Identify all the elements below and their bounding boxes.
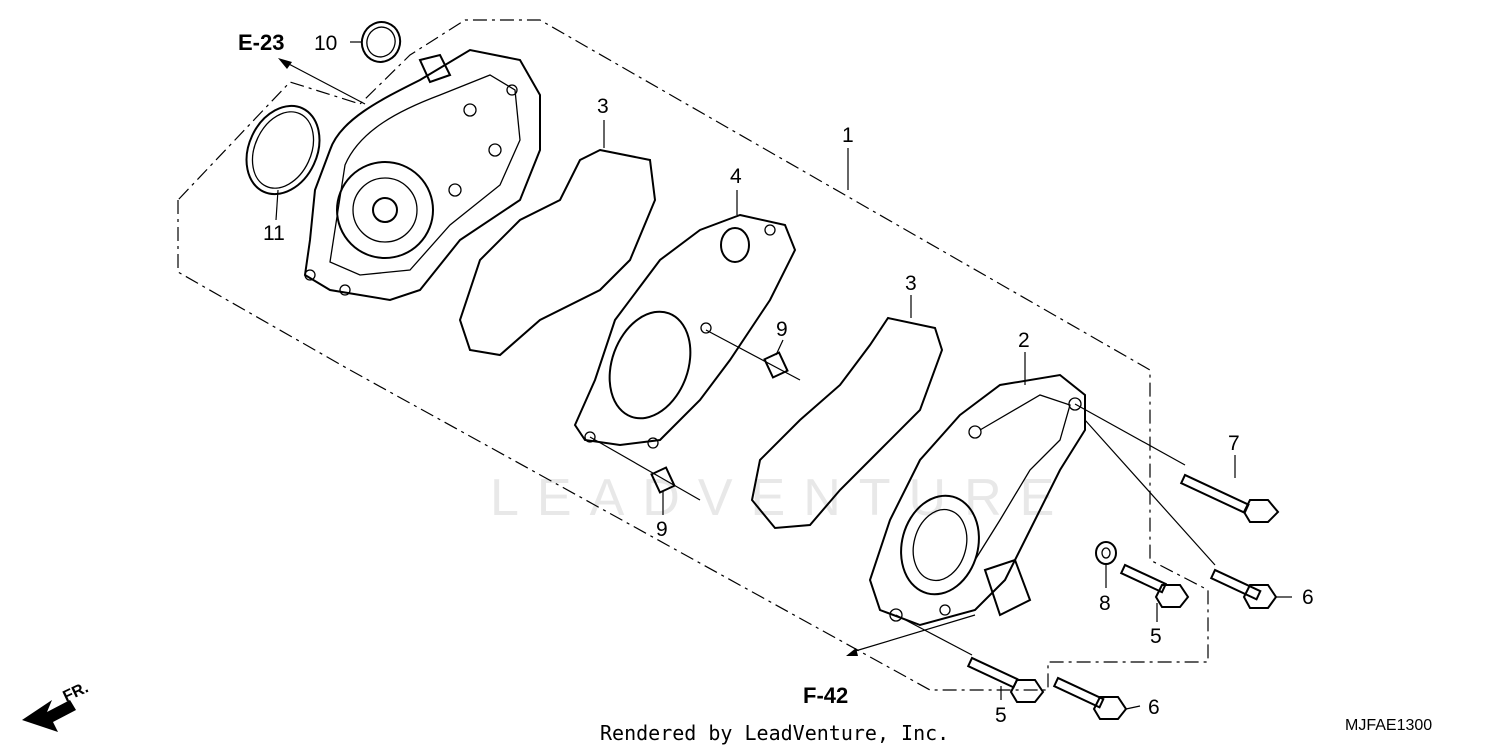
footer-credit: Rendered by LeadVenture, Inc. — [600, 721, 949, 745]
washer-8 — [1095, 541, 1117, 565]
o-ring-10 — [360, 21, 402, 63]
dowel-pin-9-lower — [650, 466, 676, 494]
callout-7: 7 — [1228, 432, 1240, 455]
flange-bolt-5-lower — [966, 656, 1045, 703]
cover-plate-4 — [573, 213, 797, 449]
reference-f-42: F-42 — [803, 683, 848, 708]
callout-3-right: 3 — [905, 272, 917, 295]
water-pump-body — [303, 48, 541, 302]
callout-10: 10 — [314, 32, 337, 55]
dowel-pin-9-upper — [763, 351, 789, 379]
callout-6-upper: 6 — [1302, 586, 1314, 609]
callout-1: 1 — [842, 124, 854, 147]
gasket-3-left — [458, 148, 657, 357]
callout-3-left: 3 — [597, 95, 609, 118]
watermark: LEADVENTURE — [490, 469, 1072, 527]
assembly-outline — [177, 19, 1209, 691]
callout-5-upper: 5 — [1150, 625, 1162, 648]
o-ring-11 — [245, 104, 321, 196]
callout-4: 4 — [730, 165, 742, 188]
gasket-3-right — [750, 316, 944, 530]
callout-8: 8 — [1099, 592, 1111, 615]
flange-bolt-6-lower — [1052, 676, 1128, 720]
flange-bolt-5-upper — [1119, 563, 1190, 608]
callout-9-lower: 9 — [656, 518, 668, 541]
callout-2: 2 — [1018, 329, 1030, 352]
pump-cover-2 — [868, 373, 1086, 627]
reference-e-23: E-23 — [238, 30, 284, 55]
front-direction-arrow — [22, 700, 76, 732]
flange-bolt-6-upper — [1209, 568, 1278, 609]
callout-5-lower: 5 — [995, 704, 1007, 727]
callout-6-lower: 6 — [1148, 696, 1160, 719]
callout-11: 11 — [263, 222, 285, 245]
callout-9-upper: 9 — [776, 318, 788, 341]
diagram-code: MJFAE1300 — [1345, 717, 1432, 734]
direction-label: FR. — [61, 679, 92, 705]
flange-bolt-7 — [1179, 473, 1280, 523]
